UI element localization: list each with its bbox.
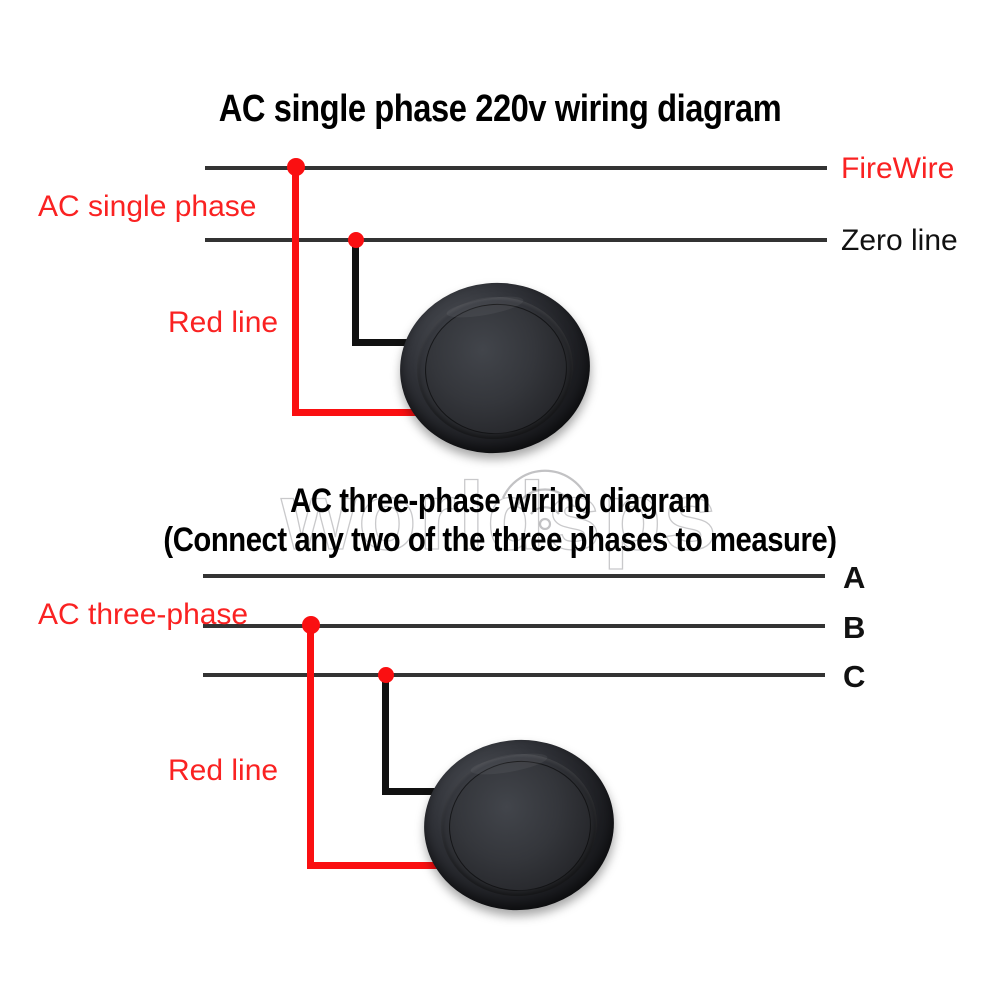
- bus-line-firewire: [205, 166, 827, 170]
- panel-meter-device-bottom: [415, 730, 623, 920]
- red-wire-horizontal-top: [292, 409, 442, 416]
- bottom-diagram-title-line1: AC three-phase wiring diagram: [290, 482, 710, 520]
- black-wire-vertical-top: [352, 240, 359, 346]
- top-diagram-title: AC single phase 220v wiring diagram: [218, 88, 782, 130]
- black-wire-vertical-bottom: [382, 675, 389, 795]
- bus-label-zero-line: Zero line: [841, 224, 958, 257]
- red-line-label-bottom: Red line: [168, 754, 279, 787]
- bus-line-b: [203, 624, 825, 628]
- bus-line-c: [203, 673, 825, 677]
- bus-label-a: A: [843, 560, 866, 595]
- red-wire-vertical-bottom: [307, 624, 314, 869]
- source-label-ac-three-phase: AC three-phase: [38, 598, 249, 631]
- junction-node-phase-c: [378, 667, 394, 683]
- bus-label-c: C: [843, 659, 866, 694]
- red-wire-vertical-top: [292, 166, 299, 416]
- bottom-diagram-title-line2: (Connect any two of the three phases to …: [163, 521, 837, 559]
- bus-line-zero: [205, 238, 827, 242]
- panel-meter-device-top: [391, 273, 599, 463]
- bus-line-a: [203, 574, 825, 578]
- junction-node-phase-b: [302, 616, 320, 634]
- junction-node-zero-line: [348, 232, 364, 248]
- red-line-label-top: Red line: [168, 306, 279, 339]
- black-wire-horizontal-top: [352, 339, 447, 346]
- bus-label-b: B: [843, 610, 866, 645]
- red-wire-horizontal-bottom: [307, 862, 462, 869]
- source-label-ac-single-phase: AC single phase: [38, 190, 257, 223]
- black-wire-horizontal-bottom: [382, 788, 472, 795]
- bus-label-firewire: FireWire: [841, 152, 955, 185]
- junction-node-firewire: [287, 158, 305, 176]
